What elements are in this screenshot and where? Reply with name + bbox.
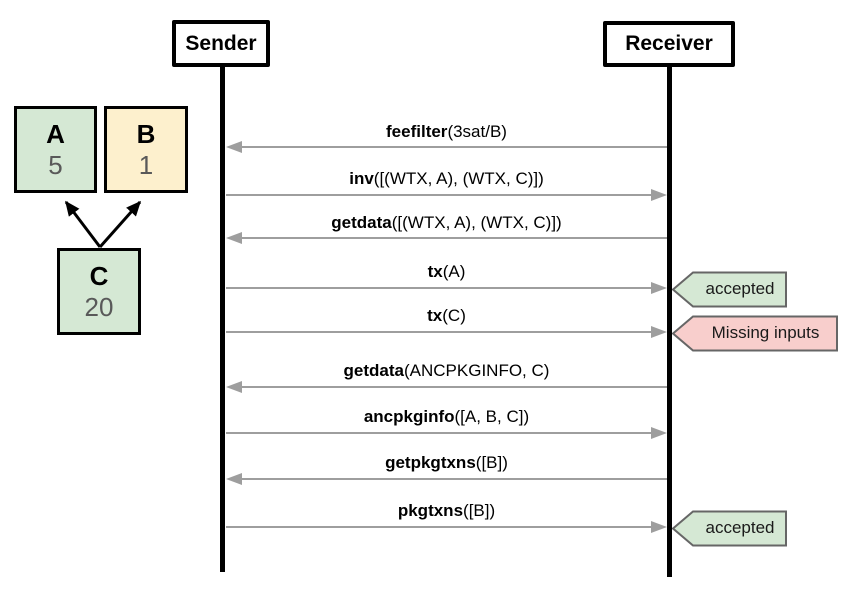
arrowhead-right-icon bbox=[651, 521, 667, 533]
message-getpkgtxns-arrow bbox=[226, 473, 667, 485]
tx-node-b: B 1 bbox=[104, 106, 188, 193]
arrowhead-left-icon bbox=[226, 473, 242, 485]
tx-node-b-label: B bbox=[136, 119, 156, 150]
participant-receiver-label: Receiver bbox=[625, 32, 713, 55]
arrowhead-left-icon bbox=[226, 141, 242, 153]
message-getdata-ancpkginfo-label: getdata(ANCPKGINFO, C) bbox=[343, 361, 550, 380]
annotation-badge-accepted-2: accepted bbox=[672, 510, 788, 547]
arrowhead-right-icon bbox=[651, 189, 667, 201]
arrowhead-left-icon bbox=[226, 381, 242, 393]
tx-node-a-value: 5 bbox=[48, 149, 63, 180]
message-getdata-wtx-label: getdata([(WTX, A), (WTX, C)]) bbox=[331, 213, 562, 232]
annotation-text: accepted bbox=[705, 518, 775, 537]
message-tx-c-label: tx(C) bbox=[427, 306, 466, 325]
message-feefilter-arrow bbox=[226, 141, 667, 153]
annotation-text: Missing inputs bbox=[711, 323, 820, 342]
pennant-shape-icon bbox=[672, 315, 838, 352]
message-pkgtxns-label: pkgtxns([B]) bbox=[397, 501, 496, 520]
tx-node-a: A 5 bbox=[14, 106, 97, 193]
message-getdata-ancpkginfo-arrow bbox=[226, 381, 667, 393]
participant-sender-label: Sender bbox=[185, 31, 257, 55]
annotation-badge-missing-inputs: Missing inputs bbox=[672, 315, 839, 352]
receiver-lifeline bbox=[667, 67, 672, 577]
pennant-shape-icon bbox=[672, 510, 787, 547]
message-getdata-wtx-arrow bbox=[226, 232, 667, 244]
message-tx-c-arrow bbox=[226, 326, 667, 338]
message-inv-arrow bbox=[226, 189, 667, 201]
pennant-shape-icon bbox=[672, 271, 787, 308]
tx-node-c: C 20 bbox=[57, 248, 141, 335]
annotation-text: accepted bbox=[705, 279, 775, 298]
message-inv-label: inv([(WTX, A), (WTX, C)]) bbox=[349, 169, 544, 188]
tx-node-c-value: 20 bbox=[84, 291, 114, 322]
message-pkgtxns-arrow bbox=[226, 521, 667, 533]
tx-node-a-label: A bbox=[46, 119, 65, 150]
message-tx-a-label: tx(A) bbox=[427, 262, 466, 281]
message-ancpkginfo-label: ancpkginfo([A, B, C]) bbox=[363, 407, 530, 426]
arrowhead-right-icon bbox=[651, 427, 667, 439]
tx-node-b-value: 1 bbox=[138, 149, 154, 180]
arrowhead-right-icon bbox=[651, 282, 667, 294]
annotation-badge-accepted-1: accepted bbox=[672, 271, 788, 308]
participant-sender-box: Sender bbox=[172, 20, 270, 67]
message-feefilter-label: feefilter(3sat/B) bbox=[386, 122, 507, 141]
sender-lifeline bbox=[220, 67, 225, 572]
tx-node-c-label: C bbox=[89, 261, 109, 292]
participant-receiver-box: Receiver bbox=[603, 21, 735, 67]
message-ancpkginfo-arrow bbox=[226, 427, 667, 439]
dag-edge-arrows-icon bbox=[64, 200, 142, 248]
message-getpkgtxns-label: getpkgtxns([B]) bbox=[385, 453, 508, 472]
arrowhead-right-icon bbox=[651, 326, 667, 338]
message-tx-a-arrow bbox=[226, 282, 667, 294]
arrowhead-left-icon bbox=[226, 232, 242, 244]
